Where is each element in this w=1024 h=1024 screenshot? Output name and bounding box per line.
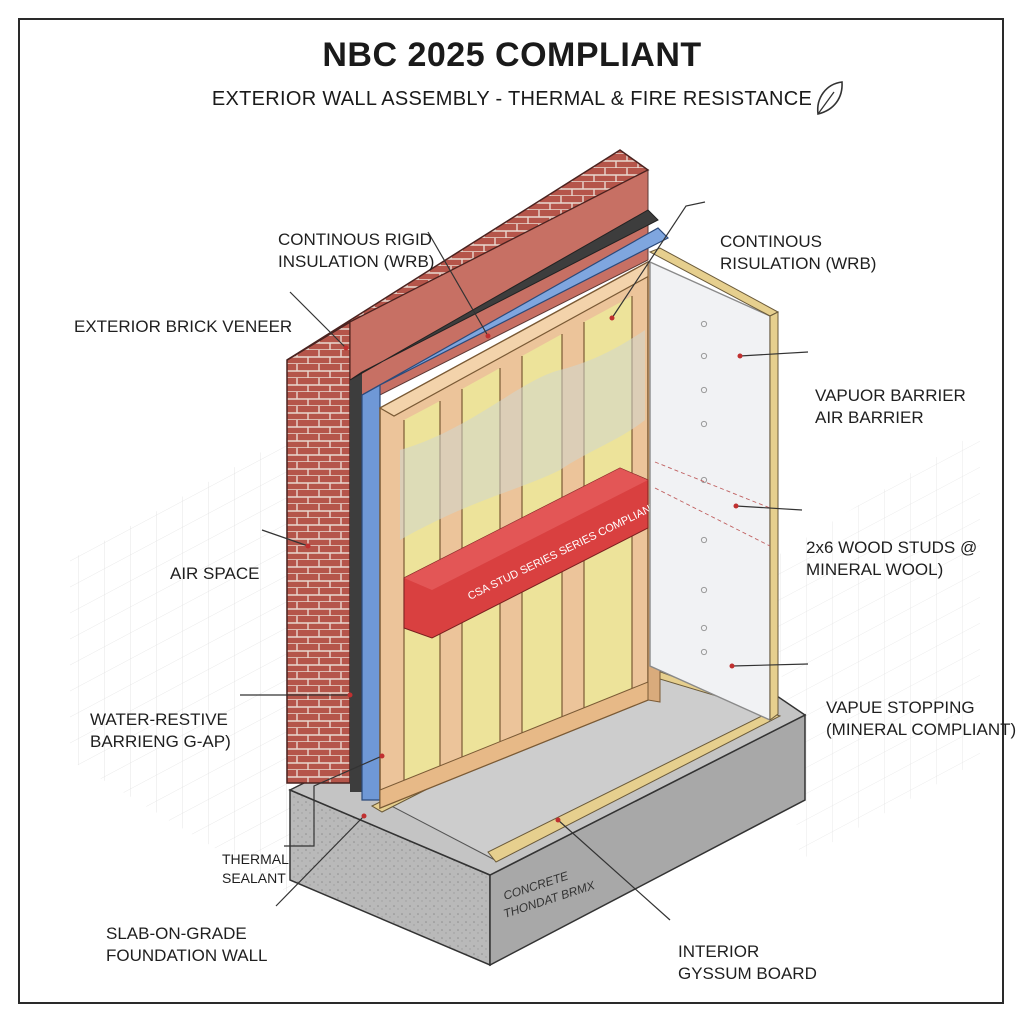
wrb-face [350, 372, 362, 792]
ground-grid-right [770, 430, 980, 860]
label-vapue-stopping: VAPUE STOPPING(MINERAL COMPLIANT) [826, 698, 1017, 739]
fire-stop-band-top [404, 468, 648, 590]
wrb-top [349, 209, 659, 381]
gypsum-board [649, 260, 771, 722]
diagram-subtitle: EXTERIOR WALL ASSEMBLY - THERMAL & FIRE … [211, 88, 813, 110]
label-wood-studs-mineral-wool: 2x6 WOOD STUDS @MINERAL WOOL) [806, 538, 978, 579]
gypsum-edge-right [769, 311, 779, 721]
leader-lines [240, 201, 809, 921]
diagram-frame [18, 18, 1004, 1004]
brick-face [286, 320, 351, 784]
bottom-plate [379, 681, 649, 809]
dashed-guides [654, 461, 771, 547]
screw-dots [700, 320, 708, 656]
leaf-icon [817, 81, 843, 115]
label-exterior-brick-veneer: EXTERIOR BRICK VENEER [74, 317, 293, 336]
label-air-space: AIR SPACE [170, 564, 260, 583]
diagram-title: NBC 2025 COMPLIANT [322, 36, 702, 74]
rigid-insulation-face [361, 383, 381, 801]
leader-dots [305, 315, 743, 823]
vapor-membrane-swath [400, 330, 645, 540]
rigid-insulation-top [361, 227, 670, 396]
ground-grid [70, 430, 300, 900]
